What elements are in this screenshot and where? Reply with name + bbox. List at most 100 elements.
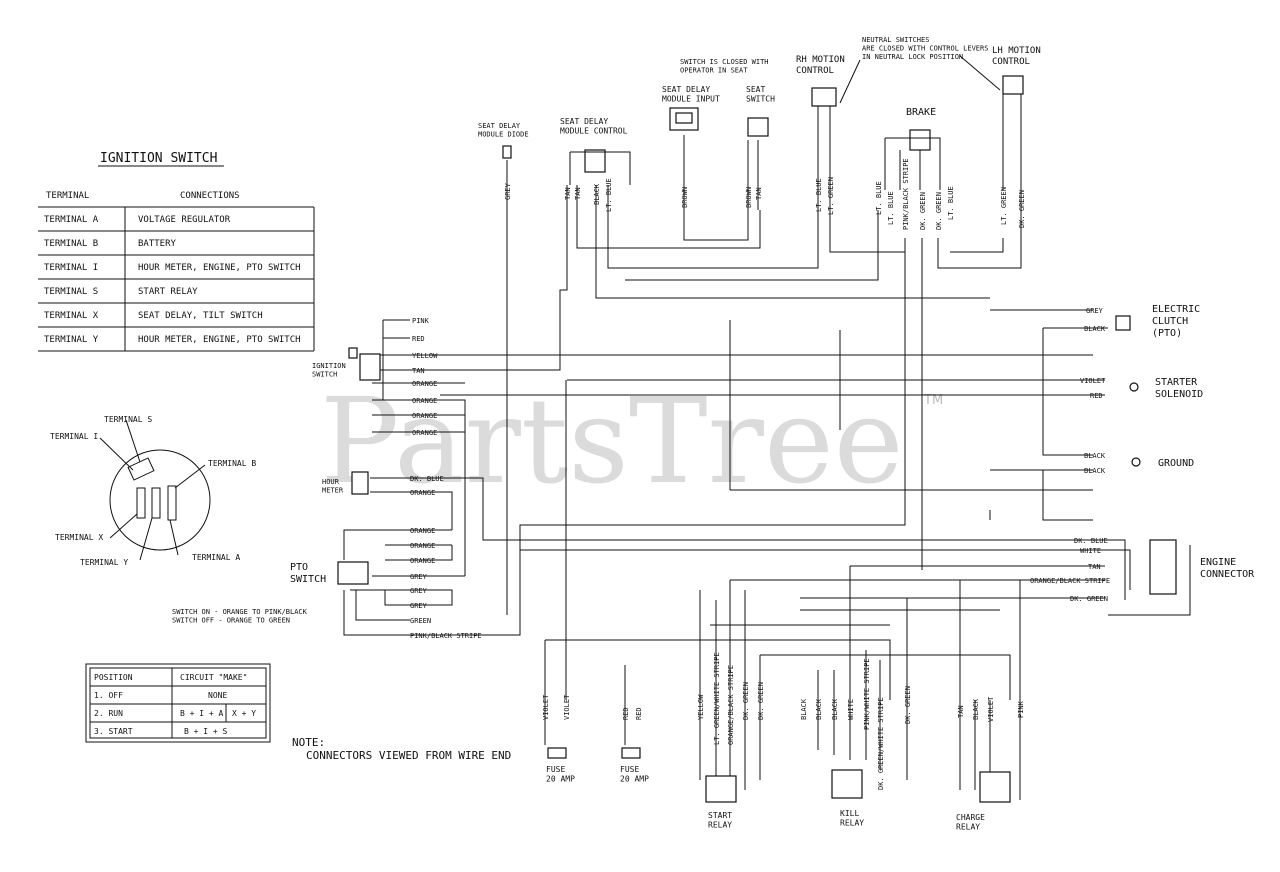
circuit-start: B + I + S — [184, 727, 228, 736]
wire-label: DK. GREEN — [1070, 595, 1108, 603]
wire-label: BLACK — [831, 698, 839, 720]
wire-label: VIOLET — [563, 694, 571, 720]
wire-label: VIOLET — [987, 696, 995, 722]
wire-label: PINK — [412, 317, 430, 325]
wire-label: LT. GREEN — [1000, 187, 1008, 225]
terminal-row-connection: BATTERY — [138, 239, 177, 249]
position-header: POSITION — [94, 673, 133, 682]
switch-terminal-b: TERMINAL B — [208, 459, 256, 468]
wire-label: ORANGE — [412, 397, 437, 405]
wire-label: BLACK — [1084, 452, 1106, 460]
wire-label: DK. BLUE — [1074, 537, 1108, 545]
wire-label: ORANGE — [410, 542, 435, 550]
wire-label: BLACK — [1084, 325, 1106, 333]
wire-label: WHITE — [1080, 547, 1101, 555]
wire-label: BLACK — [972, 698, 980, 720]
wire-label: ORANGE/BLACK STRIPE — [727, 665, 735, 745]
wire-label: LT. BLUE — [605, 178, 613, 212]
terminal-row-label: TERMINAL Y — [44, 335, 99, 345]
position-start: 3. START — [94, 727, 133, 736]
wire-label: BLACK — [815, 698, 823, 720]
wire-label: PINK/BLACK STRIPE — [410, 632, 482, 640]
wire-label: PINK/WHITE STRIPE — [863, 658, 871, 730]
wire-label: YELLOW — [697, 694, 705, 720]
ignition-terminal-table: IGNITION SWITCH TERMINAL CONNECTIONS TER… — [38, 151, 315, 352]
horizontal-wire-labels: PINK RED YELLOW TAN ORANGE ORANGE ORANGE… — [410, 307, 1110, 640]
wire-label: ORANGE/BLACK STRIPE — [1030, 577, 1110, 585]
wire-label: GREEN — [410, 617, 431, 625]
wire-label: DK. GREEN — [935, 192, 943, 230]
wire-label: VIOLET — [542, 694, 550, 720]
wire-label: RED — [635, 707, 643, 720]
wire-label: ORANGE — [412, 429, 437, 437]
col-connections: CONNECTIONS — [180, 191, 240, 201]
terminal-row-label: TERMINAL B — [44, 239, 98, 249]
ignition-table-title: IGNITION SWITCH — [100, 151, 217, 166]
note-text: CONNECTORS VIEWED FROM WIRE END — [306, 749, 511, 762]
wire-label: RED — [622, 707, 630, 720]
wire-label: TAN — [412, 367, 425, 375]
wire-label: TAN — [1088, 563, 1101, 571]
wire-label: DK. BLUE — [410, 475, 444, 483]
wire-label: ORANGE — [410, 489, 435, 497]
terminal-row-connection: START RELAY — [138, 287, 198, 297]
ignition-switch-face: TERMINAL S TERMINAL I TERMINAL B TERMINA… — [50, 415, 256, 567]
wire-label: ORANGE — [410, 527, 435, 535]
wire-label: ORANGE — [412, 412, 437, 420]
wire-label: ORANGE — [412, 380, 437, 388]
terminal-row-connection: HOUR METER, ENGINE, PTO SWITCH — [138, 335, 301, 345]
wire-label: DK. GREEN — [1018, 190, 1026, 228]
wire-label: DK. GREEN — [904, 686, 912, 724]
wire-label: BROWN — [745, 187, 753, 208]
wire-label: GREY — [1086, 307, 1104, 315]
wire-label: RED — [412, 335, 425, 343]
wire-label: WHITE — [847, 699, 855, 720]
wire-label: DK. GREEN — [742, 682, 750, 720]
wire-label: TAN — [574, 187, 582, 200]
brake-label: BRAKE — [906, 107, 936, 118]
terminal-row-label: TERMINAL X — [44, 311, 99, 321]
circuit-run-a: B + I + A — [180, 709, 224, 718]
wire-label: LT. GREEN/WHITE STRIPE — [713, 652, 721, 745]
wire-label: BLACK — [800, 698, 808, 720]
wire-label: LT. BLUE — [887, 191, 895, 225]
wire-label: GREY — [410, 602, 428, 610]
wire-label: BLACK — [593, 183, 601, 205]
wire-label: LT. BLUE — [815, 178, 823, 212]
wires — [343, 90, 1191, 800]
col-terminal: TERMINAL — [46, 191, 89, 201]
wire-label: TAN — [755, 187, 763, 200]
watermark: PartsTree — [320, 372, 904, 510]
terminal-row-connection: HOUR METER, ENGINE, PTO SWITCH — [138, 263, 301, 273]
vertical-wire-labels: GREY TAN TAN BLACK LT. BLUE BROWN BROWN … — [504, 158, 1026, 790]
